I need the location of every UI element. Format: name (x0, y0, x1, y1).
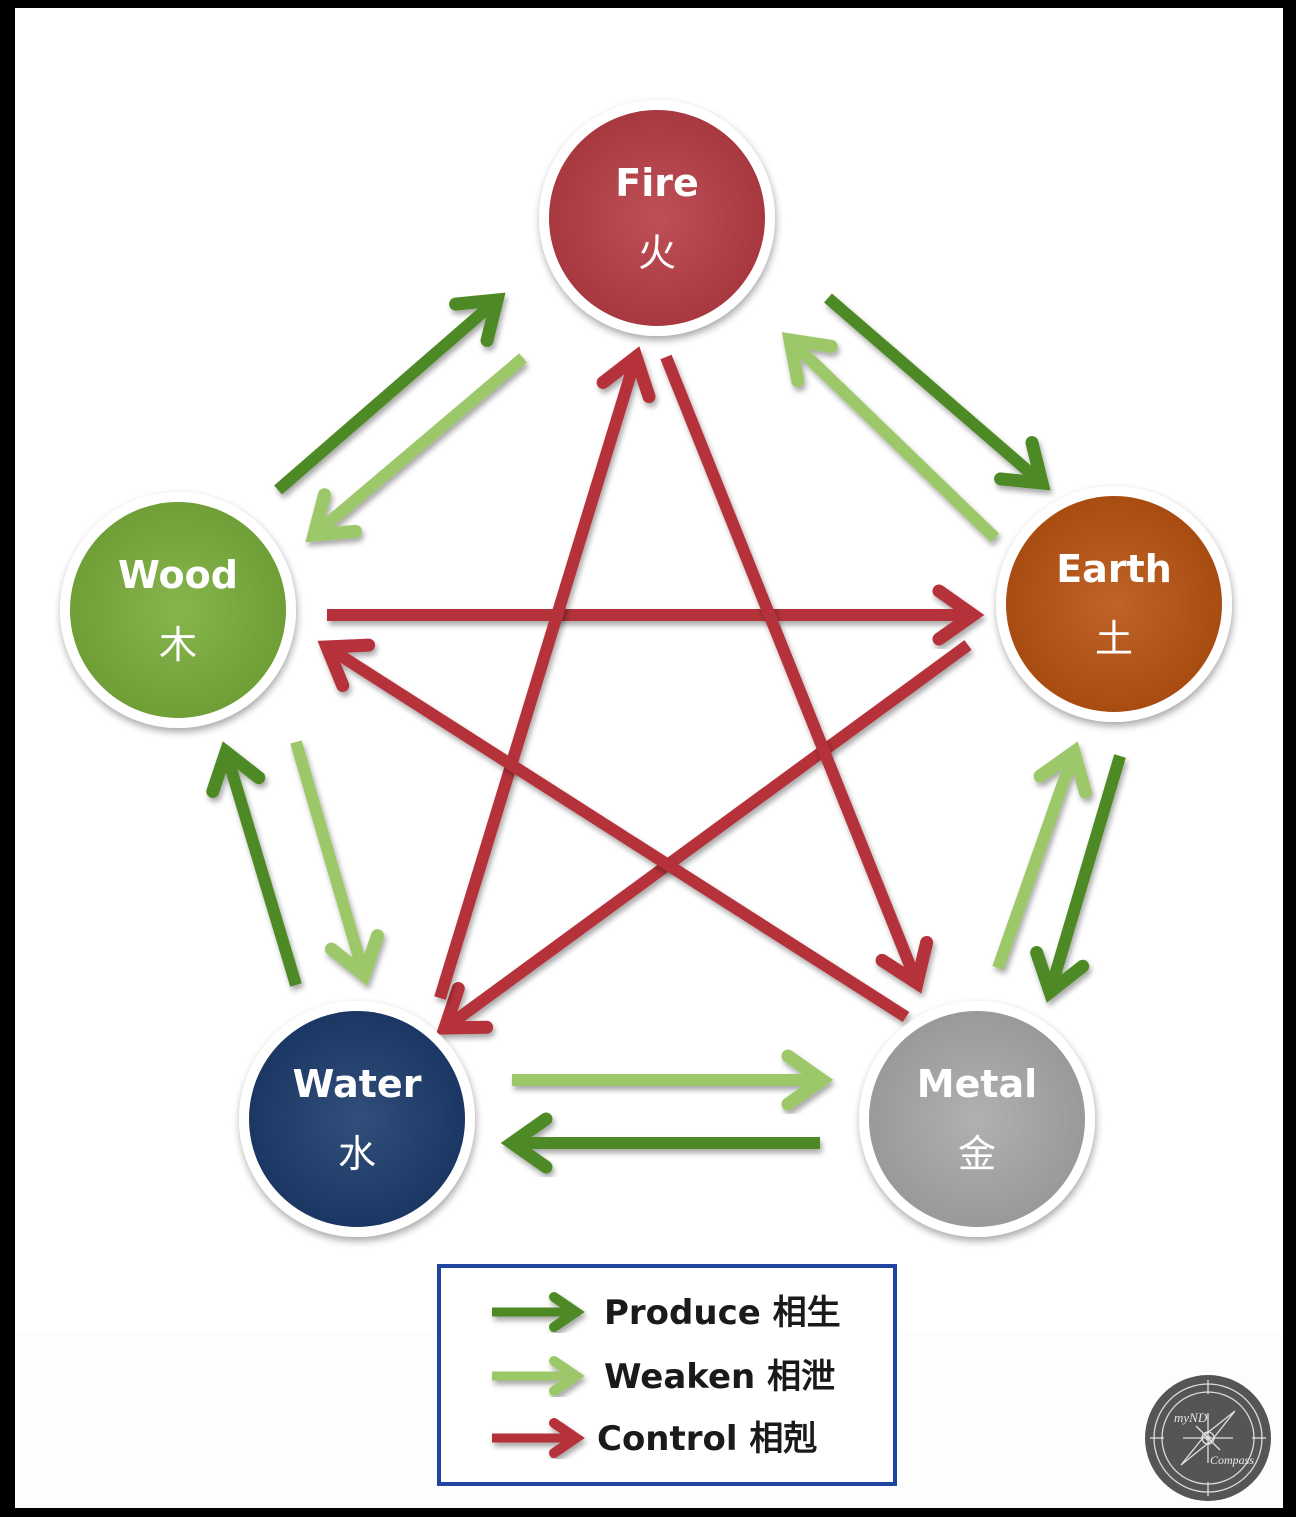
produce-arrow-water-to-wood (206, 741, 302, 987)
control-arrow-earth-to-water (435, 640, 972, 1035)
legend-label-produce: Produce 相生 (604, 1293, 841, 1333)
produce-arrow-earth-to-metal (1030, 754, 1126, 1003)
metal-label: Metal (917, 1062, 1037, 1106)
element-node-water: Water 水 (239, 1001, 475, 1237)
element-node-fire: Fire 火 (539, 100, 775, 336)
legend-item-produce: Produce 相生 (492, 1292, 841, 1333)
element-node-earth: Earth 土 (996, 486, 1232, 722)
compass-icon (1150, 1380, 1266, 1496)
metal-chinese-label: 金 (958, 1132, 996, 1176)
legend-item-control: Control 相剋 (492, 1418, 817, 1459)
weaken-arrow-wood-to-water (290, 740, 385, 986)
weaken-arrow-fire-to-wood (305, 353, 527, 543)
mynd-compass-logo: myND Compass (1145, 1375, 1271, 1501)
produce-arrow-metal-to-water (500, 1112, 820, 1174)
water-label: Water (293, 1062, 422, 1106)
control-arrow-wood-to-earth (327, 584, 985, 646)
element-node-metal: Metal 金 (859, 1001, 1095, 1237)
wood-chinese-label: 木 (159, 623, 197, 667)
weaken-arrow-earth-to-fire (781, 332, 1000, 543)
legend-arrow-control-icon (492, 1418, 585, 1458)
earth-label: Earth (1056, 547, 1172, 591)
legend-arrow-produce-icon (492, 1292, 585, 1332)
weaken-arrow-water-to-metal (512, 1049, 834, 1111)
legend-label-control: Control 相剋 (597, 1419, 817, 1459)
logo-text-top: myND (1174, 1410, 1208, 1425)
legend-item-weaken: Weaken 相泄 (492, 1356, 835, 1397)
water-chinese-label: 水 (338, 1132, 376, 1176)
legend-label-weaken: Weaken 相泄 (604, 1357, 835, 1397)
produce-arrow-wood-to-fire (274, 292, 506, 495)
arrows-layer (206, 292, 1126, 1174)
control-arrow-fire-to-metal (660, 354, 934, 994)
earth-chinese-label: 土 (1095, 617, 1133, 661)
produce-arrow-fire-to-earth (824, 293, 1051, 491)
logo-text-bottom: Compass (1210, 1453, 1254, 1467)
nodes-layer: Fire 火 Earth 土 Metal 金 Water 水 Wood 木 (60, 100, 1232, 1237)
legend-arrow-weaken-icon (492, 1356, 585, 1396)
control-arrow-water-to-fire (434, 346, 656, 1000)
fire-chinese-label: 火 (638, 231, 676, 275)
weaken-arrow-metal-to-earth (992, 741, 1092, 970)
fire-label: Fire (615, 161, 699, 205)
wood-label: Wood (118, 553, 238, 597)
legend: Produce 相生 Weaken 相泄 Control 相剋 (437, 1264, 897, 1486)
element-node-wood: Wood 木 (60, 492, 296, 728)
control-arrow-metal-to-wood (317, 638, 910, 1023)
